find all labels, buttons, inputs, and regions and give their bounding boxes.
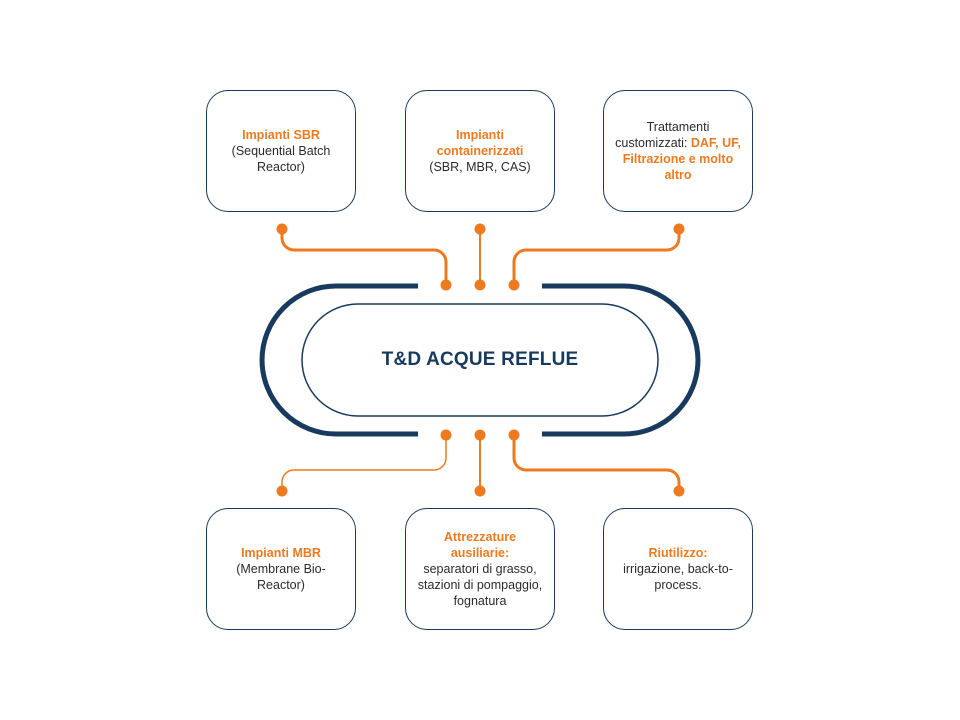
connector-bottom-right — [512, 435, 681, 491]
box-highlight: Impianti SBR — [242, 128, 320, 142]
connector-top-left — [280, 229, 448, 285]
outer-track-top-right — [542, 283, 701, 437]
dot-top-left-box — [276, 223, 288, 235]
dot-top-right-box — [673, 223, 685, 235]
dot-bottom-center-track — [474, 429, 486, 441]
box-text: (SBR, MBR, CAS) — [429, 160, 531, 174]
dot-bottom-center-box — [474, 485, 486, 497]
center-pill — [301, 303, 659, 417]
dot-bottom-right-box — [673, 485, 685, 497]
center-title: T&D ACQUE REFLUE — [381, 349, 579, 370]
box-text: irrigazione, back-to-process. — [623, 562, 733, 592]
box-highlight: Riutilizzo: — [648, 546, 708, 560]
box-impianti-containerizzati: Impianti containerizzati (SBR, MBR, CAS) — [405, 90, 555, 212]
dot-bottom-left-track — [440, 429, 452, 441]
box-impianti-sbr: Impianti SBR (Sequential Batch Reactor) — [206, 90, 356, 212]
box-highlight: Attrezzature ausiliarie: — [443, 530, 517, 560]
dot-bottom-left-box — [276, 485, 288, 497]
box-riutilizzo: Riutilizzo: irrigazione, back-to-process… — [603, 508, 753, 630]
dot-top-center-box — [474, 223, 486, 235]
dot-top-left-track — [440, 279, 452, 291]
box-text: Trattamenti customizzati: — [615, 120, 710, 150]
box-text: (Sequential Batch Reactor) — [231, 144, 331, 174]
box-impianti-mbr: Impianti MBR (Membrane Bio-Reactor) — [206, 508, 356, 630]
outer-track-top-left — [259, 283, 418, 437]
box-text: separatori di grasso, stazioni di pompag… — [417, 562, 543, 608]
box-attrezzature-ausiliarie: Attrezzature ausiliarie: separatori di g… — [405, 508, 555, 630]
box-trattamenti-customizzati: Trattamenti customizzati: DAF, UF, Filtr… — [603, 90, 753, 212]
box-highlight: Impianti MBR — [241, 546, 321, 560]
connector-bottom-left — [281, 435, 447, 491]
box-highlight: Impianti containerizzati — [436, 128, 524, 158]
dot-bottom-right-track — [508, 429, 520, 441]
dot-top-right-track — [508, 279, 520, 291]
box-text: (Membrane Bio-Reactor) — [236, 562, 326, 592]
dot-top-center-track — [474, 279, 486, 291]
connector-top-right — [512, 229, 681, 285]
box-highlight: DAF, UF, Filtrazione e molto altro — [622, 136, 741, 182]
